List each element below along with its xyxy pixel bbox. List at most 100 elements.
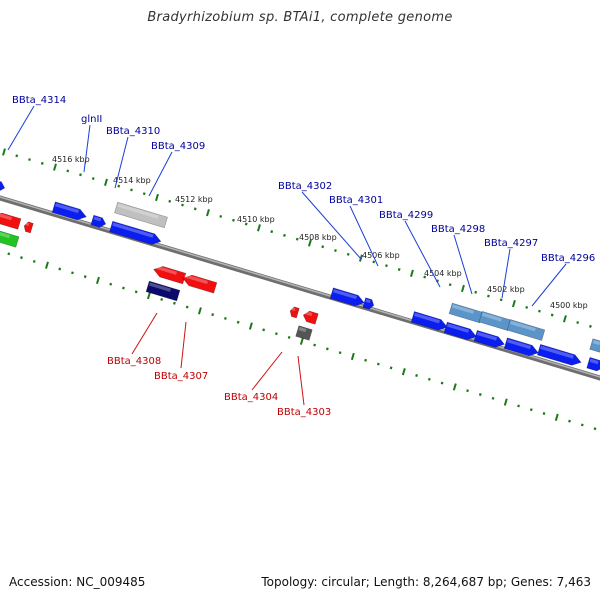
gene-label-layer: BBta_4314glnIIBBta_4310BBta_4309BBta_430… [12,95,595,418]
upper-ring-tick [499,298,503,302]
gene-forward-body [443,321,477,340]
gene-forward [473,330,505,348]
reverse-leader-line [297,355,305,406]
gene-forward-shine [592,339,600,346]
forward-gene-label: BBta_4296 [541,253,595,264]
lower-ring-tick [542,412,546,415]
gene-reverse-shine [184,274,208,285]
lower-ring-tick [20,256,23,260]
upper-ring-tick [576,321,580,325]
gene-forward [589,338,600,354]
reverse-leader-line [251,351,283,391]
gene-forward [536,344,582,366]
gene-forward [109,220,162,245]
gene-forward-body [506,319,546,341]
gene-forward [410,311,448,331]
gene-forward-shine [365,299,371,304]
gene-forward [51,201,87,221]
upper-ring-tick [346,252,350,256]
gene-forward-shine [333,289,357,300]
forward-gene-label: BBta_4301 [329,195,383,206]
upper-ring-tick [409,269,414,277]
forward-gene-label: BBta_4298 [431,224,485,235]
gene-forward-body [586,357,600,372]
upper-ring-tick [538,309,541,313]
lower-ring-tick [478,393,482,396]
kbp-label: 4508 kbp [299,233,337,242]
upper-ring-tick [53,163,57,171]
lower-ring-tick [401,368,406,376]
gene-forward [478,311,512,331]
gene-forward-shine [510,320,536,332]
gene-forward-shine [589,358,599,365]
forward-leader-line [453,234,473,295]
gene-reverse-body [0,212,22,230]
gene-forward-body [109,220,162,245]
upper-ring-tick [270,230,274,234]
reverse-gene-label: BBta_4307 [154,371,208,382]
forward-gene-label: BBta_4299 [379,210,433,221]
gene-forward-shine [446,323,469,333]
lower-ring-tick [7,252,11,256]
gene-forward-shine [414,312,440,324]
lower-ring-tick [185,305,189,309]
lower-ring-tick [503,398,508,406]
gene-forward-shine [507,339,531,350]
lower-ring-tick [211,313,215,317]
gene-reverse [289,306,300,319]
gene-reverse-shine [291,307,296,312]
gene-reverse-shine [0,211,13,221]
gene-reverse-body [145,280,181,302]
upper-ring-tick [460,284,465,293]
gene-forward-shine [540,345,574,359]
upper-ring-tick [219,214,223,218]
upper-ring-tick [66,169,70,173]
forward-gene-label: BBta_4310 [106,126,160,137]
gene-forward [329,287,365,307]
forward-leader-line [7,105,35,151]
reverse-gene-label: BBta_4303 [277,407,331,418]
forward-leader-line [301,191,362,260]
reverse-gene-label: BBta_4308 [107,356,161,367]
gene-reverse-body [153,266,187,285]
gene-reverse-body [23,221,34,234]
upper-ring-tick [423,275,427,279]
gene-forward [503,337,539,357]
lower-ring-tick [287,335,291,339]
gene-forward-shine [451,304,474,314]
gene-reverse [153,265,187,285]
lower-ring-tick [236,320,240,324]
upper-ring-tick [79,173,82,177]
upper-ring-tick [283,233,286,237]
upper-ring-tick [334,249,337,253]
lower-ring-tick [262,328,266,332]
genome-summary-text: Topology: circular; Length: 8,264,687 bp… [261,575,591,589]
lower-ring-tick [274,332,278,336]
kbp-label: 4504 kbp [424,269,462,278]
upper-ring-tick [550,313,554,317]
gene-forward-body [90,214,107,228]
forward-gene-label: BBta_4297 [484,238,538,249]
upper-ring-tick [117,184,121,188]
lower-ring-tick [32,259,36,263]
forward-leader-line [148,151,173,197]
gene-reverse-body [302,310,319,325]
forward-gene-label: glnII [81,114,102,125]
upper-ring-tick [40,161,44,165]
lower-ring-tick [338,351,342,355]
kbp-label: 4512 kbp [175,195,213,204]
gene-forward-body [478,311,512,331]
gene-forward-shine [476,331,498,341]
upper-ring-tick [525,305,529,309]
forward-gene-label: BBta_4309 [151,141,205,152]
lower-ring-tick [58,267,62,271]
gene-reverse-shine [148,282,171,292]
upper-ring-tick [104,178,108,186]
upper-ring-tick [142,192,146,196]
lower-ring-tick [299,337,304,345]
map-title: Bradyrhizobium sp. BTAi1, complete genom… [147,10,453,25]
gene-reverse [23,221,34,234]
gene-forward-shine [55,203,79,214]
